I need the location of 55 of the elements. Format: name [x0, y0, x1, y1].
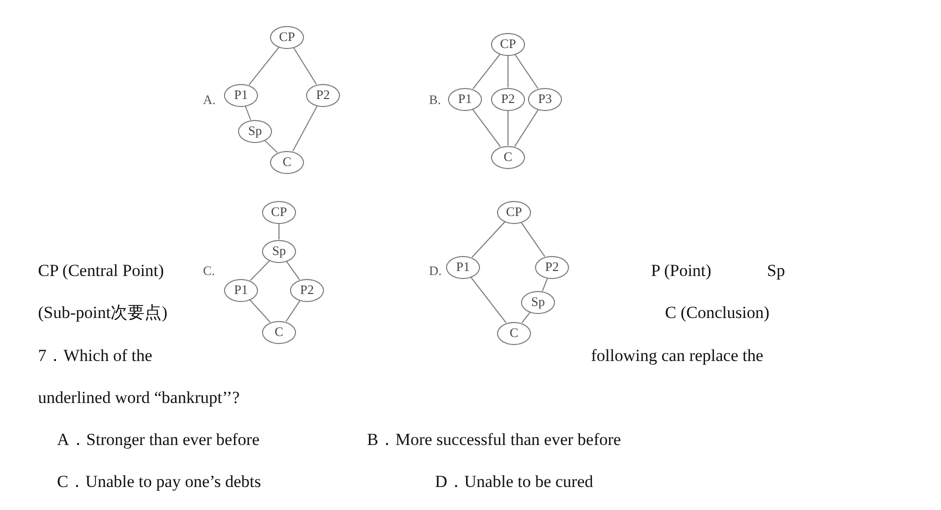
answer-choice: B．More successful than ever before — [367, 430, 621, 450]
ellipse-node: P2 — [290, 278, 324, 302]
question-text: 7．Which of the — [38, 346, 152, 366]
ellipse-node: P2 — [306, 84, 340, 106]
connector-line — [472, 108, 501, 148]
option-letter: C. — [203, 263, 215, 279]
ellipse-node: Sp — [521, 290, 555, 314]
connector-line — [286, 260, 300, 280]
connector-line — [286, 300, 300, 322]
text-line: P (Point) — [651, 261, 712, 281]
ellipse-node: C — [270, 150, 304, 174]
option-letter: B. — [429, 92, 441, 108]
text-line: CP (Central Point) — [38, 261, 164, 281]
question-text: following can replace the — [591, 346, 764, 366]
connector-line — [293, 47, 317, 85]
connector-line — [244, 106, 252, 120]
connector-line — [472, 221, 506, 258]
ellipse-node: C — [497, 322, 531, 344]
connector-line — [470, 276, 507, 324]
ellipse-node: Sp — [238, 120, 272, 142]
ellipse-node: C — [262, 320, 296, 344]
ellipse-node: P1 — [224, 278, 258, 302]
ellipse-node: Sp — [262, 240, 296, 262]
option-letter: A. — [203, 92, 216, 108]
text-line: (Sub-point次要点) — [38, 303, 168, 323]
ellipse-node: P3 — [528, 88, 562, 110]
connector-line — [292, 105, 318, 152]
answer-choice: D．Unable to be cured — [435, 472, 594, 492]
ellipse-node: CP — [262, 200, 296, 224]
text-line: C (Conclusion) — [665, 303, 770, 323]
option-letter: D. — [429, 263, 442, 279]
answer-choice: C．Unable to pay one’s debts — [57, 472, 261, 492]
ellipse-node: C — [491, 146, 525, 168]
ellipse-node: P1 — [448, 88, 482, 110]
connector-line — [472, 54, 501, 90]
connector-line — [250, 260, 270, 281]
question-text: underlined word “bankrupt’’? — [38, 388, 240, 408]
connector-line — [520, 222, 546, 258]
connector-line — [514, 54, 538, 90]
ellipse-node: P2 — [535, 256, 569, 278]
connector-line — [542, 278, 548, 292]
ellipse-node: P1 — [224, 84, 258, 106]
ellipse-node: P2 — [491, 88, 525, 110]
ellipse-node: P1 — [446, 256, 480, 278]
connector-line — [264, 140, 278, 154]
answer-choice: A．Stronger than ever before — [57, 430, 260, 450]
ellipse-node: CP — [270, 26, 304, 48]
ellipse-node: CP — [491, 32, 525, 56]
connector-line — [278, 223, 280, 240]
connector-line — [249, 299, 271, 323]
ellipse-node: CP — [497, 200, 531, 224]
text-line: Sp — [767, 261, 785, 281]
connector-line — [248, 46, 280, 86]
connector-line — [521, 312, 531, 324]
connector-line — [514, 109, 539, 147]
